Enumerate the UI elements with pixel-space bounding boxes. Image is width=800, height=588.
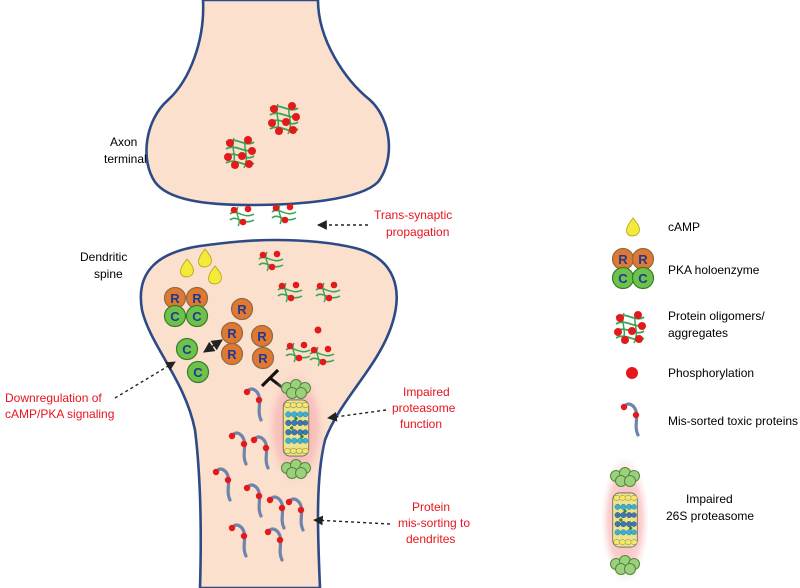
downregulation-arrow bbox=[114, 361, 176, 399]
downregulation-label: Downregulation of cAMP/PKA signaling bbox=[5, 391, 114, 421]
legend-camp-label: cAMP bbox=[668, 220, 700, 234]
free-r-subunits: R R R R R bbox=[220, 297, 275, 370]
svg-text:R: R bbox=[638, 252, 648, 267]
phospho-dot bbox=[314, 326, 322, 334]
trans-synaptic-label: Trans-synaptic propagation bbox=[374, 208, 456, 239]
legend-pka-icon: R R C C bbox=[611, 247, 655, 290]
cleft-oligomer bbox=[271, 202, 297, 225]
legend-proteasome-icon bbox=[601, 456, 649, 584]
legend: cAMP R R C C PKA holoenzyme Protein olig… bbox=[601, 217, 798, 584]
svg-text:R: R bbox=[227, 347, 237, 362]
legend-camp-icon bbox=[626, 217, 640, 237]
legend-oligomer-icon bbox=[613, 310, 647, 345]
svg-text:C: C bbox=[618, 271, 628, 286]
subunit-letter-r: R bbox=[192, 291, 202, 306]
svg-text:R: R bbox=[618, 252, 628, 267]
cleft-oligomer bbox=[229, 204, 255, 227]
svg-text:C: C bbox=[638, 271, 648, 286]
legend-proteasome-label: Impaired 26S proteasome bbox=[666, 492, 754, 523]
svg-text:R: R bbox=[227, 326, 237, 341]
axon-terminal-label: Axon terminal bbox=[104, 135, 147, 166]
impaired-proteasome bbox=[266, 368, 326, 488]
equilibrium-arrow bbox=[203, 339, 223, 353]
axon-terminal-membrane bbox=[145, 0, 391, 207]
legend-phospho-label: Phosphorylation bbox=[668, 366, 754, 380]
svg-text:R: R bbox=[257, 329, 267, 344]
svg-text:C: C bbox=[193, 365, 203, 380]
pka-holoenzyme: R R C C bbox=[163, 286, 209, 328]
mis-sorting-arrow bbox=[313, 515, 391, 526]
svg-text:R: R bbox=[237, 302, 247, 317]
mis-sorting-label: Protein mis-sorting to dendrites bbox=[398, 500, 473, 546]
subunit-letter-r: R bbox=[170, 291, 180, 306]
svg-text:C: C bbox=[182, 342, 192, 357]
legend-missorted-icon bbox=[619, 402, 641, 437]
subunit-letter-c: C bbox=[170, 309, 180, 324]
legend-pka-label: PKA holoenzyme bbox=[668, 263, 760, 277]
svg-text:R: R bbox=[258, 351, 268, 366]
legend-missorted-label: Mis-sorted toxic proteins bbox=[668, 414, 798, 428]
legend-phospho-icon bbox=[626, 367, 638, 379]
subunit-letter-c: C bbox=[192, 309, 202, 324]
free-c-subunits: C C bbox=[175, 337, 210, 384]
impaired-proteasome-label: Impaired proteasome function bbox=[392, 385, 459, 431]
dendritic-spine-label: Dendritic spine bbox=[80, 250, 131, 281]
legend-oligomer-label: Protein oligomers/ aggregates bbox=[668, 309, 768, 340]
impaired-proteasome-arrow bbox=[327, 409, 387, 422]
